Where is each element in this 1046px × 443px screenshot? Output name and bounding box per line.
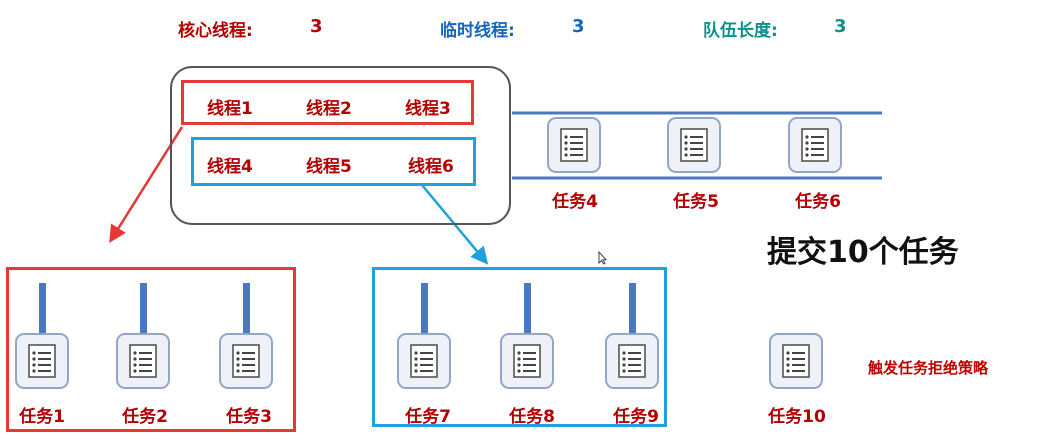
thread-5-pole xyxy=(524,283,531,333)
task-1-document-icon xyxy=(15,333,69,389)
thread-6-label: 线程6 xyxy=(408,157,454,177)
core-threads-box xyxy=(181,80,474,125)
mouse-cursor-icon xyxy=(598,250,608,269)
thread-1-pole xyxy=(39,283,46,333)
task-10-label: 任务10 xyxy=(768,407,826,427)
thread-1-label: 线程1 xyxy=(207,99,253,119)
thread-2-pole xyxy=(140,283,147,333)
thread-4-pole xyxy=(421,283,428,333)
submit-ten-tasks-text: 提交10个任务 xyxy=(767,235,959,270)
temp-tasks-box xyxy=(372,267,667,427)
task-8-label: 任务8 xyxy=(509,407,555,427)
trigger-reject-policy-text: 触发任务拒绝策略 xyxy=(868,359,989,377)
task-6-label: 任务6 xyxy=(795,192,841,212)
thread-3-pole xyxy=(243,283,250,333)
task-4-label: 任务4 xyxy=(552,192,598,212)
task-7-label: 任务7 xyxy=(405,407,451,427)
queue-length-label: 队伍长度: xyxy=(703,21,778,41)
thread-3-label: 线程3 xyxy=(405,99,451,119)
queue-length-value: 3 xyxy=(834,16,847,37)
task-8-document-icon xyxy=(500,333,554,389)
task-3-document-icon xyxy=(219,333,273,389)
task-7-document-icon xyxy=(397,333,451,389)
task-5-label: 任务5 xyxy=(673,192,719,212)
core-threads-label: 核心线程: xyxy=(178,21,253,41)
thread-4-label: 线程4 xyxy=(207,157,253,177)
task-3-label: 任务3 xyxy=(226,407,272,427)
task-9-document-icon xyxy=(605,333,659,389)
task-10-document-icon xyxy=(769,333,823,389)
thread-5-label: 线程5 xyxy=(306,157,352,177)
temp-threads-label: 临时线程: xyxy=(440,21,515,41)
temp-threads-box xyxy=(191,137,476,186)
task-2-document-icon xyxy=(116,333,170,389)
task-6-document-icon xyxy=(788,117,842,173)
task-2-label: 任务2 xyxy=(122,407,168,427)
task-1-label: 任务1 xyxy=(19,407,65,427)
task-9-label: 任务9 xyxy=(613,407,659,427)
thread-6-pole xyxy=(629,283,636,333)
core-tasks-box xyxy=(6,267,296,432)
thread-pool-box xyxy=(170,66,511,225)
temp-threads-value: 3 xyxy=(572,16,585,37)
thread-2-label: 线程2 xyxy=(306,99,352,119)
task-5-document-icon xyxy=(667,117,721,173)
task-4-document-icon xyxy=(547,117,601,173)
core-threads-value: 3 xyxy=(310,16,323,37)
